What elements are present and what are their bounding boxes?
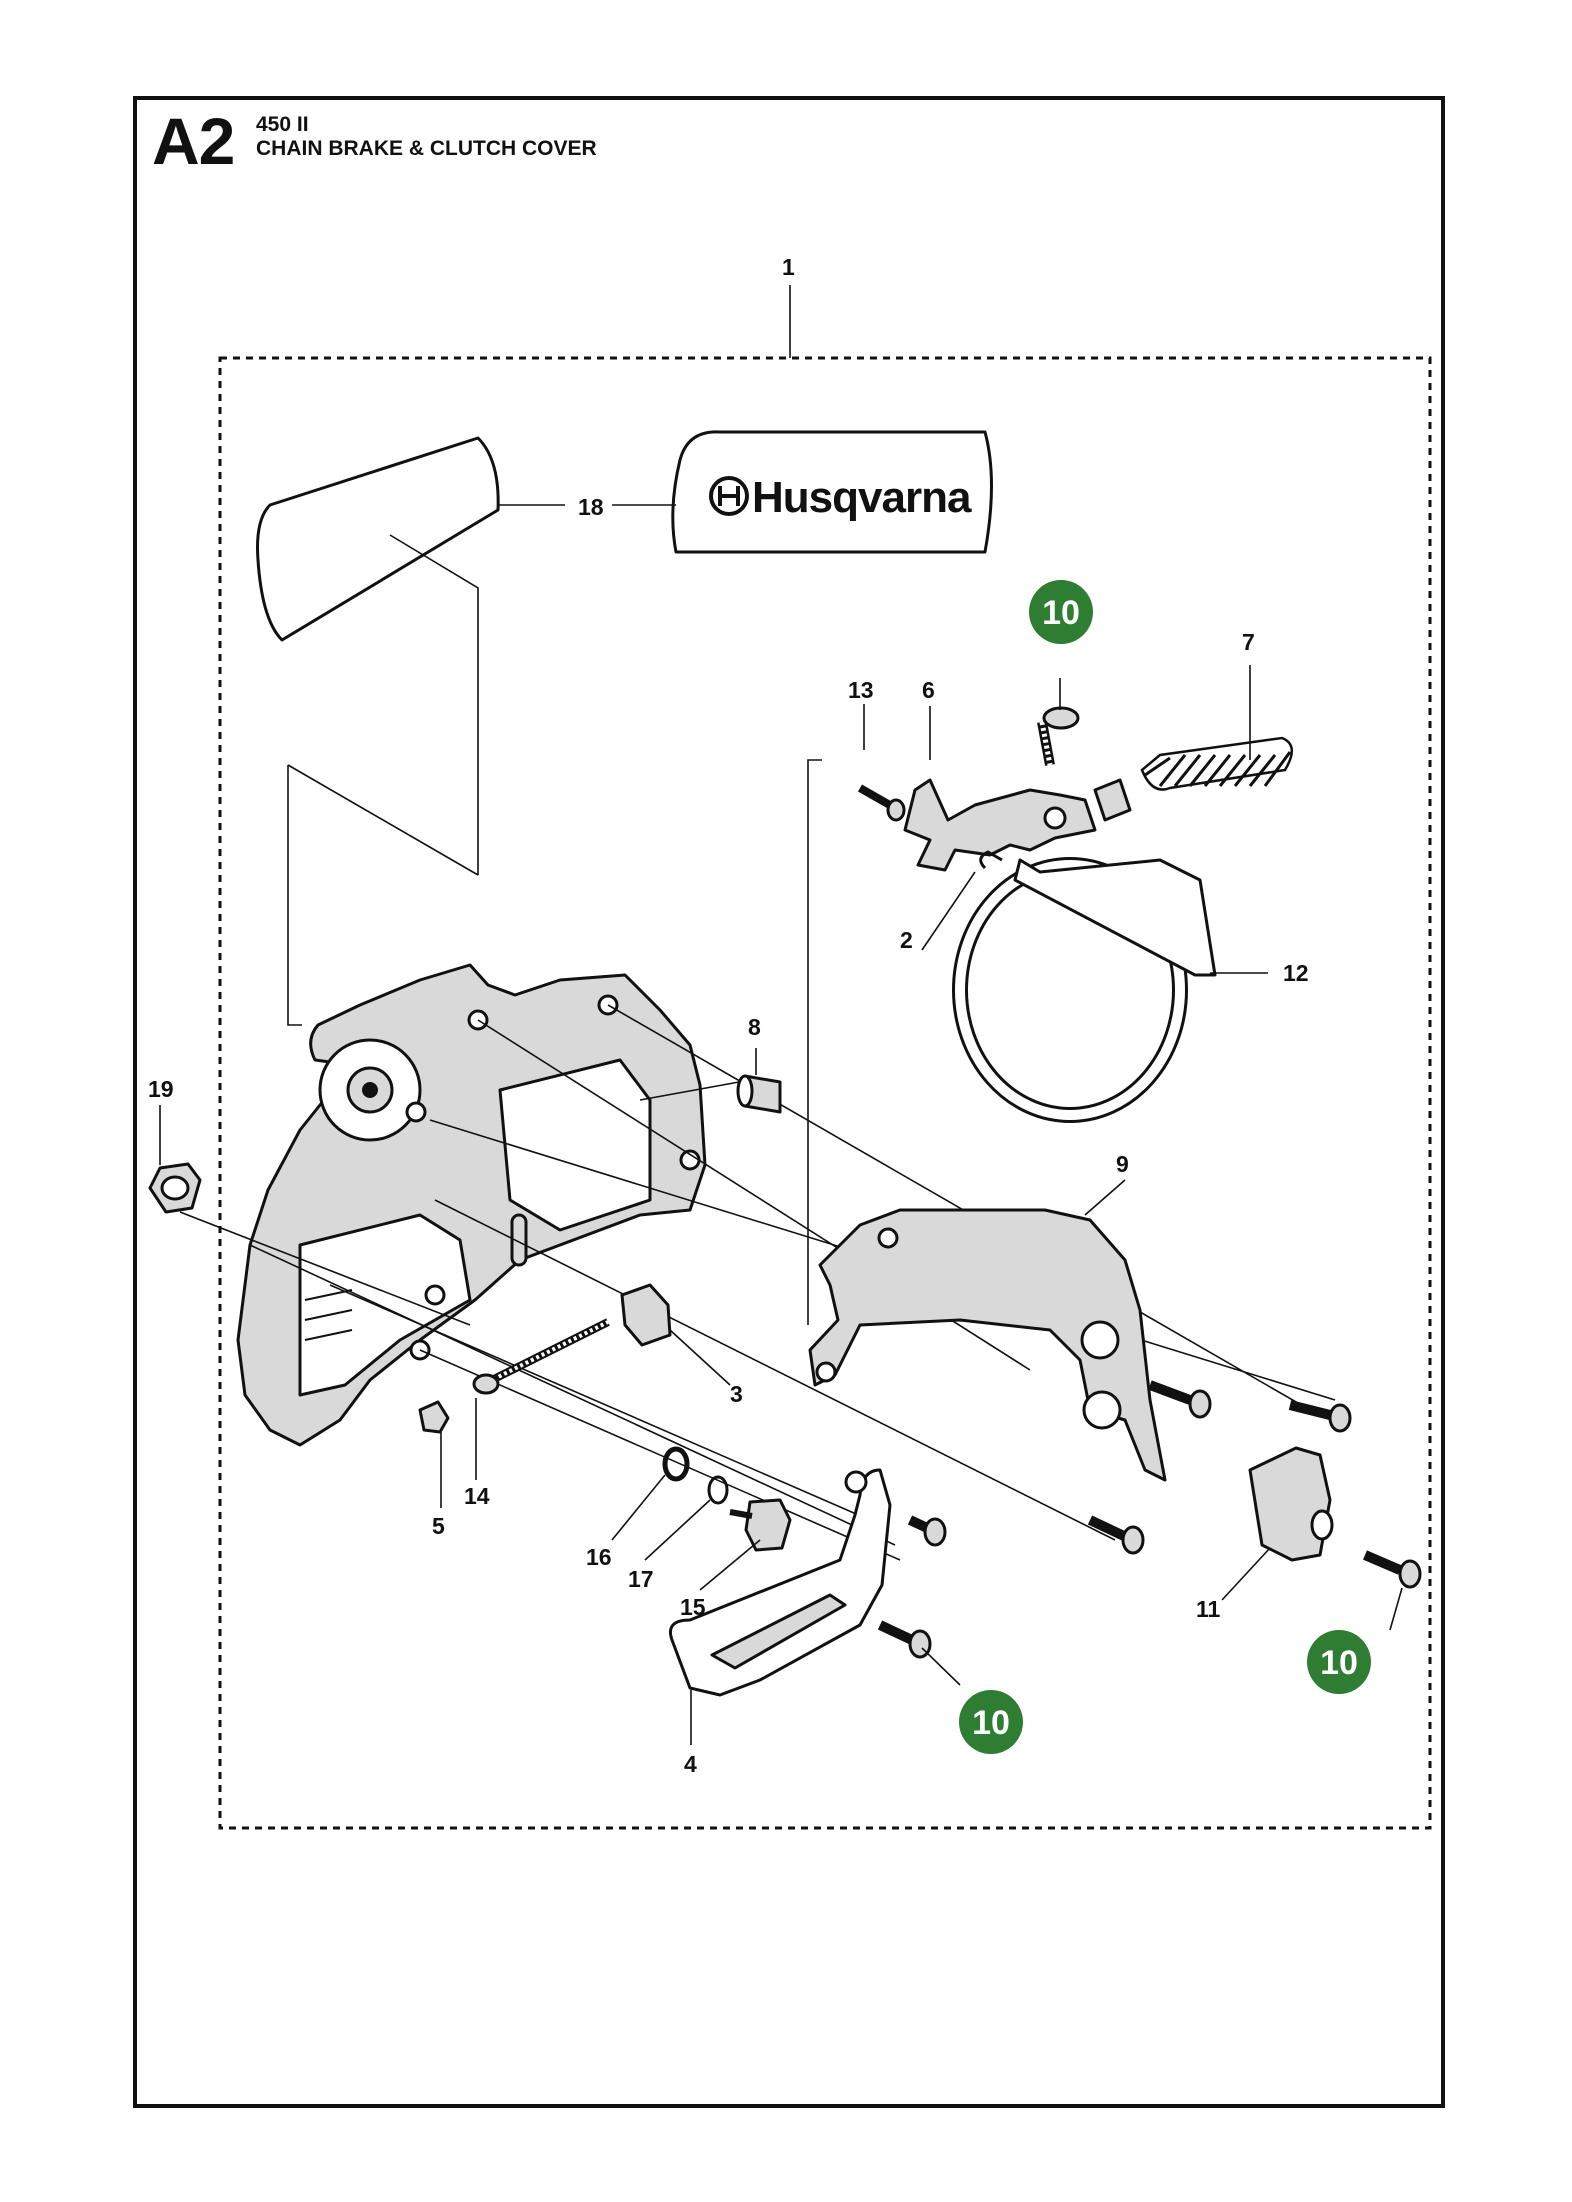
guide-line bbox=[287, 764, 479, 876]
callout-5: 5 bbox=[432, 1513, 445, 1539]
callout-labels: 1 2 3 4 5 6 7 8 9 11 12 13 14 15 16 17 1… bbox=[148, 254, 1309, 1777]
tensioner-screw-14 bbox=[472, 1318, 610, 1395]
badge-10-right: 10 bbox=[1307, 1630, 1371, 1694]
callout-18: 18 bbox=[578, 494, 604, 520]
screw-10d bbox=[1087, 1515, 1145, 1555]
callout-3: 3 bbox=[730, 1381, 743, 1407]
screw-10f bbox=[877, 1620, 932, 1659]
screw-10a bbox=[1037, 706, 1080, 766]
logo-text: Husqvarna bbox=[752, 473, 972, 522]
pin-part-13 bbox=[858, 784, 906, 822]
callout-11: 11 bbox=[1196, 1596, 1221, 1622]
guide-line bbox=[287, 765, 302, 1026]
page-frame bbox=[133, 96, 1445, 2108]
guard-block-11 bbox=[1248, 1446, 1334, 1562]
husqvarna-crown-icon bbox=[709, 476, 749, 516]
callout-19: 19 bbox=[148, 1076, 174, 1102]
brake-handle-4 bbox=[669, 1468, 892, 1697]
callout-14: 14 bbox=[464, 1483, 490, 1509]
svg-text:10: 10 bbox=[1320, 1644, 1358, 1682]
screw-10b bbox=[1148, 1380, 1212, 1419]
brake-lever-6 bbox=[903, 778, 1132, 872]
callout-2: 2 bbox=[900, 927, 913, 953]
callout-7: 7 bbox=[1242, 629, 1255, 655]
sleeve-part-8 bbox=[736, 1074, 782, 1114]
callout-15: 15 bbox=[680, 1594, 706, 1620]
clutch-cover-housing bbox=[236, 963, 707, 1447]
clutch-cover-9 bbox=[808, 1208, 1167, 1482]
badge-10-bottom: 10 bbox=[959, 1690, 1023, 1754]
callout-8: 8 bbox=[748, 1014, 761, 1040]
block-part-5 bbox=[418, 1400, 450, 1434]
callout-12: 12 bbox=[1283, 960, 1309, 986]
nut-part-19 bbox=[148, 1162, 202, 1214]
callout-9: 9 bbox=[1116, 1151, 1129, 1177]
clip-part-2 bbox=[979, 850, 1003, 870]
callout-17: 17 bbox=[628, 1566, 654, 1592]
tensioner-nut-3 bbox=[620, 1283, 672, 1347]
callout-16: 16 bbox=[586, 1544, 612, 1570]
washer-17 bbox=[707, 1475, 729, 1505]
callout-4: 4 bbox=[684, 1751, 697, 1777]
section-code: A2 bbox=[152, 104, 235, 178]
screw-10c bbox=[1288, 1400, 1352, 1433]
guide-line bbox=[807, 759, 822, 1325]
callout-6: 6 bbox=[922, 677, 935, 703]
callout-leaders bbox=[159, 665, 1403, 1745]
model-name: 450 II bbox=[256, 113, 309, 136]
badge-10-top: 10 bbox=[1029, 580, 1093, 644]
decal-panel bbox=[256, 436, 565, 642]
diagram-title: CHAIN BRAKE & CLUTCH COVER bbox=[256, 137, 597, 160]
callout-1: 1 bbox=[782, 254, 795, 280]
washer-16 bbox=[662, 1446, 690, 1482]
callout-13: 13 bbox=[848, 677, 874, 703]
brake-band-12 bbox=[952, 857, 1217, 1123]
guide-line bbox=[389, 534, 479, 875]
svg-text:10: 10 bbox=[972, 1704, 1010, 1742]
spring-part-7 bbox=[1140, 736, 1293, 791]
svg-text:10: 10 bbox=[1042, 594, 1080, 632]
assembly-boundary bbox=[218, 356, 1432, 1830]
assembly-lines bbox=[179, 1004, 1336, 1561]
screw-10g bbox=[1363, 1550, 1422, 1589]
husqvarna-logo-decal: Husqvarna bbox=[612, 430, 993, 554]
gear-part-15 bbox=[729, 1498, 792, 1552]
screw-10e bbox=[907, 1515, 947, 1547]
